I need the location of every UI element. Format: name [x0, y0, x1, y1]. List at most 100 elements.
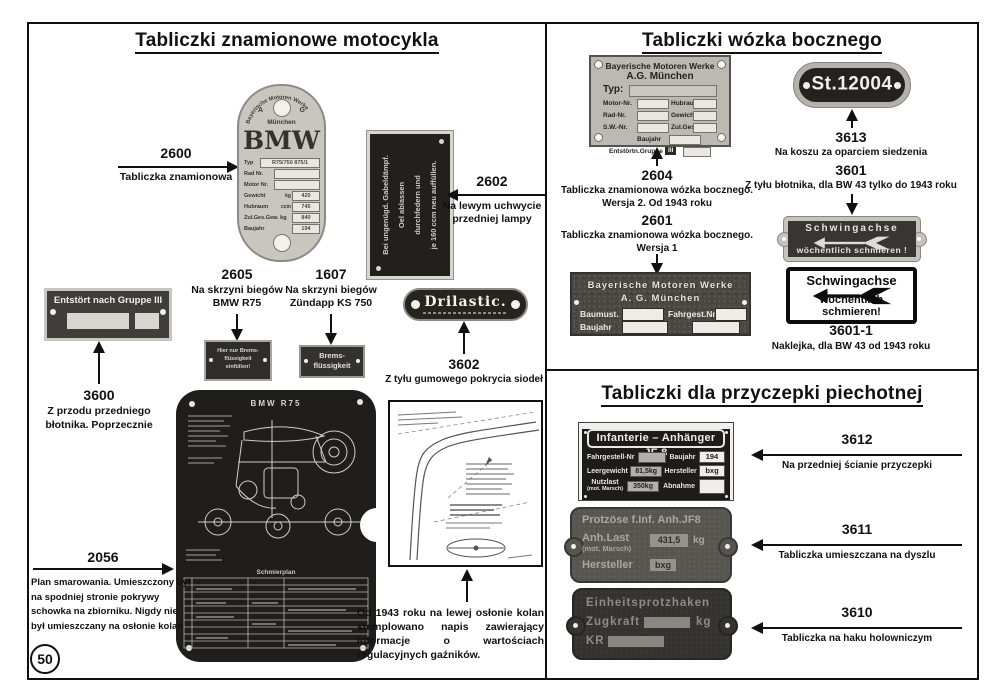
label-1607-desc2: Zündapp KS 750: [289, 297, 373, 309]
jf8-row3: Nutzlast(mot. Marsch) 350kg Abnahme: [587, 478, 725, 494]
maker-line2: A.G. München: [626, 71, 694, 82]
label-1607-desc1: Na skrzyni biegów: [285, 284, 377, 296]
st12004-text: St.12004: [811, 73, 893, 95]
arrow-2600: [118, 161, 239, 173]
rivet-icon: [511, 300, 520, 309]
bmw-ag-g: G: [299, 107, 305, 114]
plate-entstoert: Entstört nach Gruppe III: [44, 288, 172, 341]
arrow-3613: [846, 109, 858, 128]
label-3600-desc2: błotnika. Poprzecznie: [45, 419, 153, 431]
rivet-icon: [160, 309, 166, 315]
label-2604-number: 2604: [641, 167, 673, 183]
right-section-divider: [545, 369, 977, 371]
table-row: Typ R75/750 875/1: [243, 158, 320, 168]
plate-einheitsprotzhaken: Einheitsprotzhaken Zugkraft kg KR: [566, 588, 738, 660]
table-row: Baujahr 194: [243, 224, 320, 234]
label-2600-desc: Tabliczka znamionowa: [119, 171, 233, 183]
arrow-3602: [458, 321, 470, 354]
label-3601-1-number: 3601-1: [829, 322, 873, 338]
rivet-icon: [584, 431, 587, 434]
label-3613-number: 3613: [835, 129, 867, 145]
lubrication-chart-drawing: BMW R75 Schmi: [183, 399, 369, 651]
section-title-trailer: Tabliczki dla przyczepki piechotnej: [547, 383, 977, 407]
hole-icon: [917, 237, 921, 241]
page-frame: [27, 22, 979, 680]
drilastic-subtext: [423, 312, 508, 314]
label-2056-desc: Plan smarowania. Umieszczony był na spod…: [31, 577, 191, 632]
label-3610-number: 3610: [841, 604, 873, 620]
plate-fork-damper: Bei ungenügd. Gabeldämpf. Oel ablassen d…: [366, 130, 454, 280]
mount-ear: [566, 616, 586, 636]
plate-sidecar-v2: Bayerische Motoren Werke A.G. München Ty…: [589, 55, 731, 157]
arrow-3600: [93, 341, 105, 384]
drilastic-title: Drilastic.: [424, 294, 507, 310]
label-2601-desc1: Tabliczka znamionowa wózka bocznego.: [560, 230, 754, 241]
hole-icon: [725, 623, 730, 628]
hole-icon: [573, 623, 578, 628]
typ-row: Typ:: [603, 84, 717, 97]
protzoese-line1: Protzöse f.Inf. Anh.JF8: [582, 514, 701, 526]
bmw-city: München: [267, 119, 296, 126]
jf8-title: Infanterie – Anhänger JF 8: [587, 429, 725, 459]
arrow-2602: [446, 189, 545, 201]
mount-ear: [718, 537, 738, 557]
blank-field: [622, 321, 668, 334]
label-2600-number: 2600: [160, 145, 192, 161]
plate-schwingachse-sticker: Schwingachse wöchentlich schmieren!: [786, 267, 917, 324]
label-3601-desc: Z tyłu błotnika, dla BW 43 tylko do 1943…: [745, 180, 957, 191]
baujahr-row: Baujahr: [603, 134, 717, 145]
hole-icon: [782, 237, 786, 241]
hole-icon: [571, 544, 576, 549]
label-3600-desc1: Z przodu przedniego: [47, 405, 151, 417]
label-3611-number: 3611: [841, 521, 873, 537]
blank-field: [608, 636, 664, 647]
table-row: Gewicht kg 420: [243, 191, 320, 201]
hole-icon: [574, 300, 579, 305]
label-3602-number: 3602: [448, 356, 480, 372]
entstoert-row: Entstörtn.Gruppe III: [603, 146, 717, 157]
label-2056-number: 2056: [87, 549, 119, 565]
label-2604-desc2: Wersja 2. Od 1943 roku: [602, 198, 712, 209]
rivet-icon: [411, 300, 420, 309]
plate-lubrication-chart: BMW R75 Schmi: [176, 390, 394, 662]
rivet-icon: [209, 358, 213, 362]
hole-icon: [439, 139, 444, 144]
hole-icon: [376, 266, 381, 271]
rivet-icon: [50, 309, 56, 315]
section-title-sidecar: Tabliczki wózka bocznego: [547, 30, 977, 54]
rivet-icon: [894, 82, 901, 89]
left-arrow-icon: [812, 287, 892, 305]
mount-ear: [718, 616, 738, 636]
hole-icon: [594, 133, 603, 142]
svg-text:BMW R75: BMW R75: [251, 399, 302, 408]
plate-schwingachse-metal: Schwingachse wöchentlich schmieren !: [777, 216, 927, 262]
rivet-icon: [356, 359, 360, 363]
inset-technical-drawing: [388, 400, 543, 567]
entstoert-title: Entstört nach Gruppe III: [53, 295, 163, 306]
plate-gearbox-r75: Hier nur Brems- flüssigkeit einfüllen!: [204, 340, 272, 381]
plate-gearbox-ks750: Brems- flüssigkeit: [299, 345, 365, 378]
schwingachse-line1: Schwingachse: [805, 223, 899, 234]
mount-hole-top: [273, 99, 291, 117]
spec-row: Rad-Nr. Gewicht kg: [603, 110, 717, 121]
hole-icon: [725, 544, 730, 549]
arrow-2605: [231, 314, 243, 341]
hole-icon: [742, 300, 747, 305]
jf8-row1: Fahrgestell-Nr Baujahr 194: [587, 450, 725, 464]
plate-protzoese: Protzöse f.Inf. Anh.JF8 Anh.Last (mot. M…: [564, 507, 738, 583]
blank-field: [644, 617, 690, 628]
hole-icon: [594, 60, 603, 69]
bmw-logo: BMW: [243, 126, 320, 155]
rivet-icon: [725, 495, 728, 498]
arrow-3601: [846, 194, 858, 215]
rivet-icon: [803, 82, 810, 89]
label-2605-desc2: BMW R75: [212, 297, 262, 309]
maker-line1: Bayerische Motoren Werke: [605, 61, 715, 71]
label-3613-desc: Na koszu za oparciem siedzenia: [774, 147, 928, 158]
spec-row: S.W.-Nr. Zul.Ges.Gew.: [603, 122, 717, 133]
label-3601-number: 3601: [835, 162, 867, 178]
bmw-ag-a: A: [258, 107, 264, 114]
rivet-icon: [725, 431, 728, 434]
blank-field: [622, 308, 664, 321]
